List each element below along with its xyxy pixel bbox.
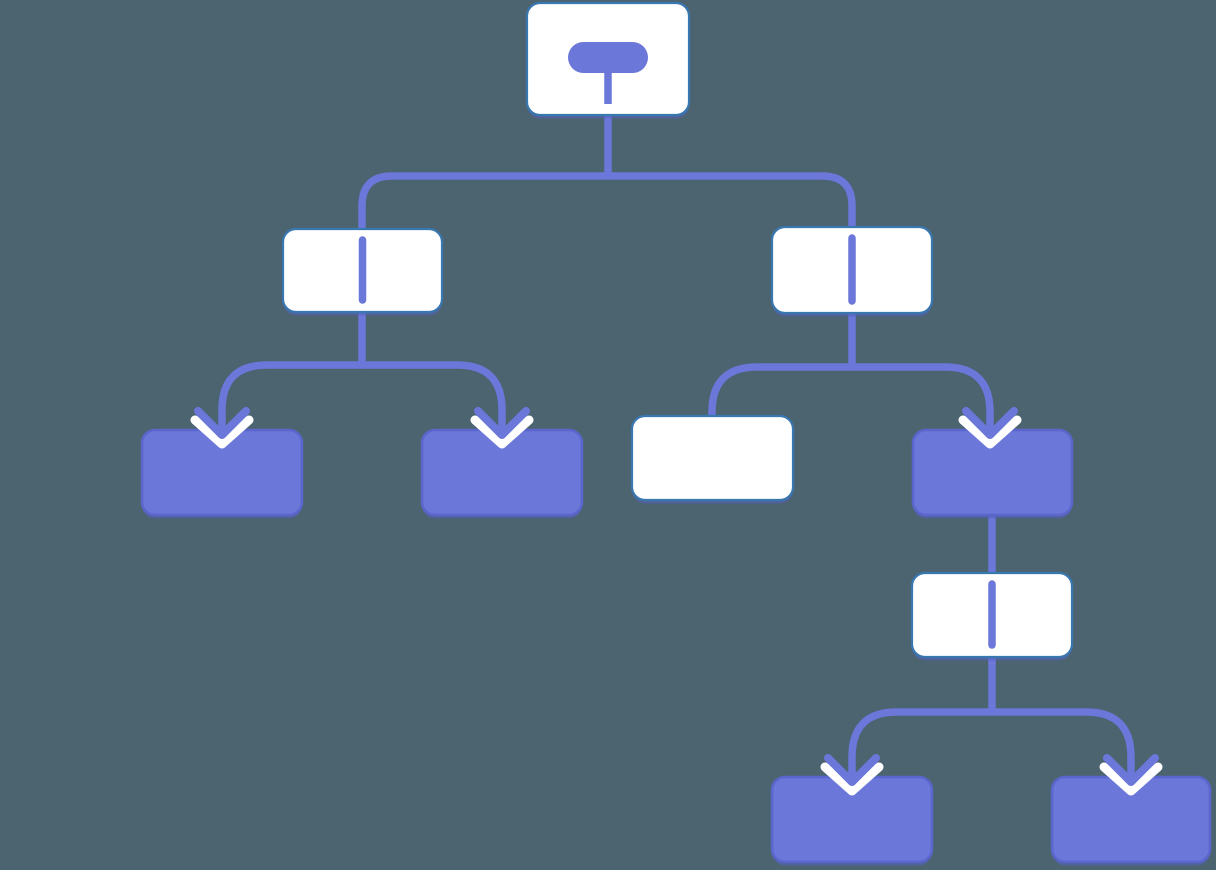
drop-arrow-white-chevron-icon bbox=[820, 762, 884, 796]
link-bottom-fork bbox=[848, 708, 1135, 777]
drop-arrow-purple-chevron-icon bbox=[474, 407, 530, 439]
link-left-fork bbox=[218, 361, 506, 430]
drop-arrow-purple-chevron-icon bbox=[824, 754, 880, 786]
drop-arrow-white-chevron-icon bbox=[958, 415, 1022, 449]
node-empty-node[interactable] bbox=[630, 414, 795, 502]
drop-arrow-white-chevron-icon bbox=[1099, 762, 1163, 796]
drop-arrow-purple-chevron-icon bbox=[1103, 754, 1159, 786]
root-icon bbox=[568, 42, 648, 73]
drop-arrow-purple-chevron-icon bbox=[194, 407, 250, 439]
link-root-fork bbox=[358, 172, 856, 235]
link-right-fork bbox=[708, 363, 994, 430]
drop-arrow-purple-chevron-icon bbox=[962, 407, 1018, 439]
drop-arrow-white-chevron-icon bbox=[190, 415, 254, 449]
drop-arrow-white-chevron-icon bbox=[470, 415, 534, 449]
